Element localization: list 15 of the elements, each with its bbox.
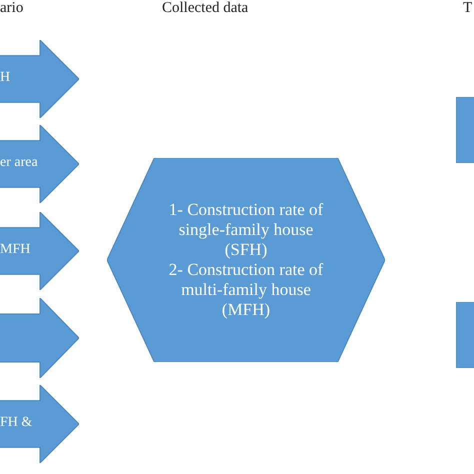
arrow-label: MFH	[0, 242, 30, 258]
column-heading: ario	[0, 0, 24, 17]
list-item: 1- Construction rate of single-family house (SFH)	[168, 200, 324, 260]
list-item: 2- Construction rate of multi-family house (MFH)	[168, 260, 324, 320]
hexagon-shape	[107, 158, 385, 362]
arrow-shaped-box	[0, 212, 79, 290]
arrow-shaped-box	[0, 385, 79, 463]
arrow-label: H	[0, 70, 10, 86]
arrow-shaped-box	[0, 125, 79, 203]
column-heading: Collected data	[162, 0, 248, 17]
arrow-shaped-box	[0, 298, 79, 378]
arrow-shaped-box	[0, 40, 79, 118]
arrow-label: FH &	[0, 415, 32, 431]
arrow-label: er area	[0, 155, 38, 171]
column-heading: T	[463, 0, 472, 17]
